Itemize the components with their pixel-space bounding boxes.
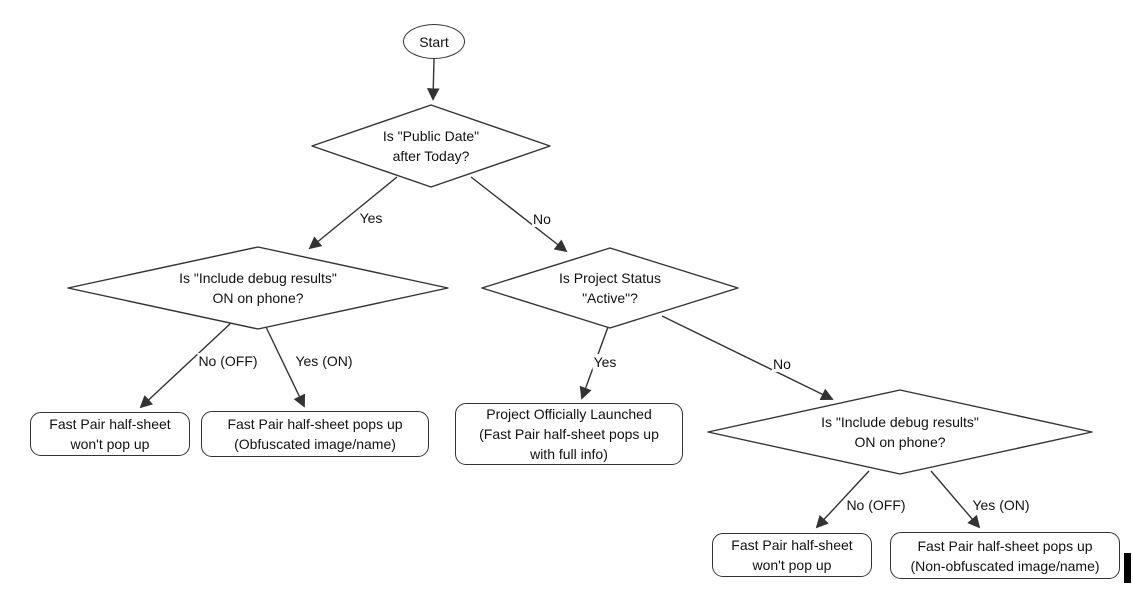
edge-public-date-yes (308, 176, 398, 250)
start-node-label: Start (419, 33, 449, 50)
edge-label-debug-left-yes: Yes (ON) (294, 353, 354, 369)
edge-label-public-date-yes: Yes (358, 210, 384, 226)
edge-label-debug-right-no: No (OFF) (845, 497, 907, 513)
edge-start-to-public-date (426, 58, 440, 101)
decision-debug-left-label: Is "Include debug results" ON on phone? (179, 270, 337, 306)
decision-public-date-shape (311, 104, 551, 188)
edge-debug-right-no-off (815, 470, 870, 529)
decision-debug-right-label: Is "Include debug results" ON on phone? (821, 414, 979, 450)
edge-project-status-no (661, 315, 834, 400)
edge-label-public-date-no: No (532, 211, 552, 227)
edge-debug-left-no-off (139, 322, 232, 409)
outcome-launched: Project Officially Launched (Fast Pair h… (455, 403, 683, 465)
outcome-no-popup-right: Fast Pair half-sheet won't pop up (712, 533, 872, 577)
decision-debug-right-shape (707, 389, 1093, 475)
decision-project-status-label: Is Project Status "Active"? (559, 270, 661, 306)
edge-label-project-status-yes: Yes (592, 354, 618, 370)
decision-public-date-label: Is "Public Date" after Today? (382, 128, 480, 164)
edge-label-debug-right-yes: Yes (ON) (971, 497, 1031, 513)
outcome-obfuscated: Fast Pair half-sheet pops up (Obfuscated… (201, 411, 429, 457)
edge-public-date-no (470, 176, 568, 253)
decision-project-status-shape (481, 247, 739, 329)
edge-debug-left-yes-on (265, 326, 306, 408)
edge-debug-right-yes-on (930, 470, 981, 529)
start-node: Start (403, 24, 465, 59)
decision-debug-left-shape (67, 246, 449, 330)
edge-label-debug-left-no: No (OFF) (197, 353, 259, 369)
text-cursor-artifact (1124, 553, 1131, 583)
edge-label-project-status-no: No (772, 356, 792, 372)
outcome-no-popup-left: Fast Pair half-sheet won't pop up (30, 412, 190, 456)
outcome-non-obfuscated: Fast Pair half-sheet pops up (Non-obfusc… (890, 532, 1120, 579)
